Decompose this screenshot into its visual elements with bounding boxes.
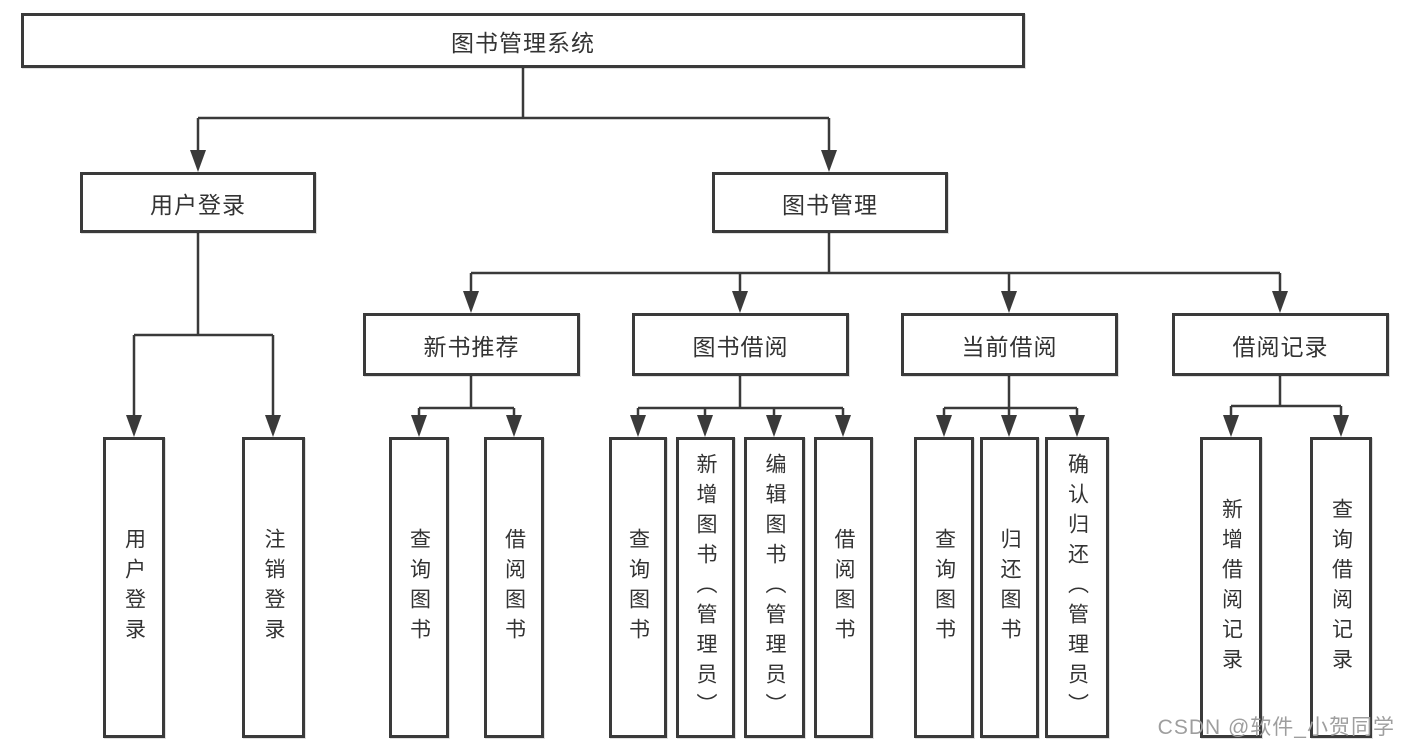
connector-book-borrow-to-leaves [636,376,845,417]
arrowhead [630,415,646,437]
node-current-borrow: 当前借阅 [901,313,1118,376]
leaf-edit-book-admin: 编辑图书（管理员） [744,437,805,738]
arrowhead [506,415,522,437]
arrowhead [821,150,837,172]
leaf-return-book: 归还图书 [980,437,1039,738]
arrowhead [411,415,427,437]
node-label: 新增图书（管理员） [694,452,717,723]
node-label: 查询借阅记录 [1329,497,1353,678]
csdn-watermark: CSDN @软件_小贺同学 [1157,716,1395,739]
connector-book-management-to-level2 [469,233,1282,293]
leaf-query-borrow-record: 查询借阅记录 [1310,437,1372,738]
arrowhead [1001,415,1017,437]
node-label: 确认归还（管理员） [1065,452,1089,723]
connector-root-to-level1 [196,68,831,152]
connector-borrow-records-to-leaves [1229,376,1343,417]
node-library-management-system: 图书管理系统 [21,13,1025,68]
leaf-borrow-books-recommend: 借阅图书 [484,437,544,738]
arrowhead [126,415,142,437]
arrowhead [1272,291,1288,313]
node-book-borrow: 图书借阅 [632,313,849,376]
leaf-user-login: 用户登录 [103,437,165,738]
node-label: 归还图书 [998,527,1021,648]
leaf-confirm-return-admin: 确认归还（管理员） [1045,437,1109,738]
node-label: 用户登录 [150,191,246,218]
node-label: 新增借阅记录 [1219,497,1243,678]
node-label: 用户登录 [122,527,146,648]
node-label: 借阅图书 [502,527,526,648]
node-book-management: 图书管理 [712,172,948,233]
leaf-add-borrow-record: 新增借阅记录 [1200,437,1262,738]
arrowhead [766,415,782,437]
node-user-login: 用户登录 [80,172,316,233]
node-label: 当前借阅 [961,333,1058,360]
connector-new-book-recommend-to-leaves [417,376,516,417]
leaf-logout: 注销登录 [242,437,305,738]
node-label: 借阅图书 [832,527,855,648]
node-label: 图书借阅 [692,333,789,360]
connector-current-borrow-to-leaves [942,376,1079,417]
node-label: 编辑图书（管理员） [763,452,786,723]
node-label: 查询图书 [407,527,431,648]
node-label: 注销登录 [262,527,285,648]
node-new-book-recommend: 新书推荐 [363,313,580,376]
node-label: 新书推荐 [423,333,520,360]
arrowhead [936,415,952,437]
leaf-query-books-borrow: 查询图书 [609,437,667,738]
leaf-add-book-admin: 新增图书（管理员） [676,437,735,738]
arrowhead [835,415,851,437]
node-label: 借阅记录 [1232,333,1329,360]
arrowhead [732,291,748,313]
node-borrow-records: 借阅记录 [1172,313,1389,376]
arrowhead [1001,291,1017,313]
node-label: 图书管理 [782,191,878,218]
leaf-query-books-current: 查询图书 [914,437,974,738]
node-label: 查询图书 [932,527,956,648]
leaf-borrow-books: 借阅图书 [814,437,873,738]
leaf-query-books-recommend: 查询图书 [389,437,449,738]
arrowhead [1223,415,1239,437]
connector-user-login-to-leaves [132,233,275,417]
arrowhead [697,415,713,437]
arrowhead [463,291,479,313]
node-label: 图书管理系统 [451,29,595,56]
node-label: 查询图书 [626,527,650,648]
arrowhead [1069,415,1085,437]
arrowhead [190,150,206,172]
arrowhead [1333,415,1349,437]
arrowhead [265,415,281,437]
